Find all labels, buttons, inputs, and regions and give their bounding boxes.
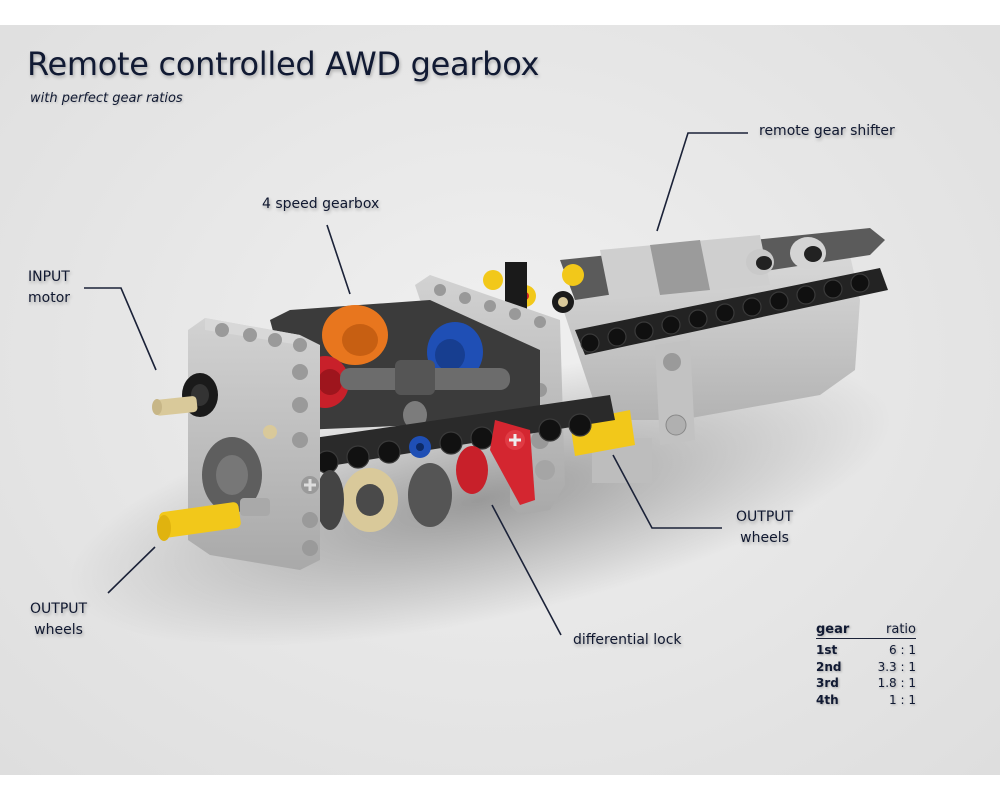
diagram-canvas: Remote controlled AWD gearbox with perfe… [0, 25, 1000, 775]
leader-line-output-right [612, 454, 722, 529]
remote-shifter-assembly [483, 228, 888, 483]
leader-line-diff-lock [491, 504, 562, 636]
label-differential-lock: differential lock [573, 632, 682, 648]
label-4-speed-gearbox: 4 speed gearbox [262, 196, 380, 212]
gearbox-model-illustration [68, 228, 892, 647]
label-remote-gear-shifter: remote gear shifter [759, 123, 895, 139]
label-output-wheels-left: OUTPUT wheels [30, 601, 88, 638]
ratio-row: 3rd 1.8 : 1 [816, 676, 916, 690]
ratio-row: 2nd 3.3 : 1 [816, 659, 916, 674]
page-title: Remote controlled AWD gearbox [27, 45, 540, 83]
leader-line-output-left [107, 546, 156, 594]
differential [316, 463, 452, 532]
gear-ratio-table: gear ratio 1st 6 : 1 2nd 3.3 : 1 3rd 1.8… [816, 622, 916, 708]
leader-line-input-motor [84, 287, 157, 371]
gearbox-interior [270, 300, 540, 430]
input-axle [154, 396, 198, 416]
output-axle-left [159, 502, 241, 538]
label-output-wheels-right: OUTPUT wheels [736, 509, 794, 546]
ratio-row: 4th 1 : 1 [816, 692, 916, 707]
front-frame [152, 318, 320, 570]
ratio-table-header: gear ratio [816, 622, 916, 639]
leader-lines [84, 132, 748, 636]
ratio-row: 1st 6 : 1 [816, 643, 916, 657]
leader-line-remote-shifter [656, 132, 748, 232]
page-subtitle: with perfect gear ratios [30, 91, 183, 106]
differential-lock-lever [456, 420, 535, 505]
label-input-motor: INPUT motor [28, 269, 71, 306]
leader-line-4-speed [326, 224, 351, 295]
lower-liftarm [300, 395, 615, 474]
